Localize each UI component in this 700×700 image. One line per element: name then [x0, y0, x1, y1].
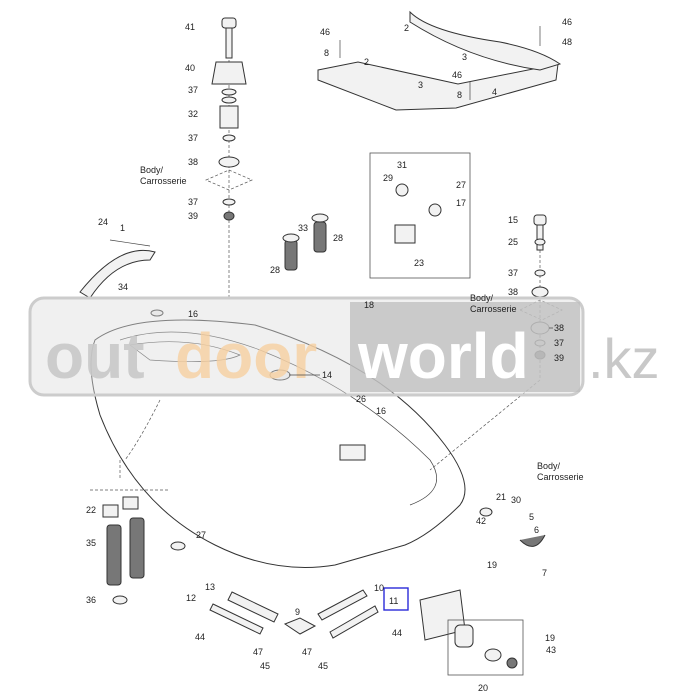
callout[interactable]: 33 [298, 223, 308, 233]
handle-part [79, 249, 156, 299]
callout[interactable]: 11 [389, 596, 398, 606]
callout[interactable]: 47 [302, 647, 312, 657]
callout[interactable]: 39 [188, 211, 198, 221]
callout[interactable]: 45 [318, 661, 328, 671]
watermark-world: world [357, 320, 529, 392]
callout[interactable]: 35 [86, 538, 96, 548]
callout-labels: 41 40 37 32 37 38 37 39 24 1 34 33 28 28… [86, 17, 572, 693]
callout[interactable]: 48 [562, 37, 572, 47]
callout[interactable]: 15 [508, 215, 518, 225]
callout[interactable]: 27 [456, 180, 466, 190]
watermark-kz: .kz [588, 327, 660, 390]
callout[interactable]: 38 [508, 287, 518, 297]
callout[interactable]: 5 [529, 512, 534, 522]
callout[interactable]: 40 [185, 63, 195, 73]
callout[interactable]: 25 [508, 237, 518, 247]
callout[interactable]: 13 [205, 582, 215, 592]
carrosserie-label: Carrosserie [537, 472, 584, 482]
callout[interactable]: 28 [333, 233, 343, 243]
body-label: Body/ [140, 165, 164, 175]
callout[interactable]: 14 [322, 370, 332, 380]
callout[interactable]: 27 [196, 530, 206, 540]
carrosserie-label: Carrosserie [140, 176, 187, 186]
callout[interactable]: 16 [376, 406, 386, 416]
callout[interactable]: 8 [457, 90, 462, 100]
callout[interactable]: 47 [253, 647, 263, 657]
callout[interactable]: 44 [392, 628, 402, 638]
body-label: Body/ [470, 293, 494, 303]
watermark-door: door [175, 320, 317, 392]
drain-kit-box [447, 619, 524, 676]
callout[interactable]: 38 [554, 323, 564, 333]
body-label: Body/ [537, 461, 561, 471]
callout[interactable]: 3 [418, 80, 423, 90]
callout[interactable]: 43 [546, 645, 556, 655]
callout[interactable]: 39 [554, 353, 564, 363]
callout[interactable]: 28 [270, 265, 280, 275]
callout[interactable]: 10 [374, 583, 384, 593]
callout[interactable]: 31 [397, 160, 407, 170]
footrest-mat [317, 10, 562, 111]
callout[interactable]: 17 [456, 198, 466, 208]
mount-stack-left [205, 17, 253, 300]
callout[interactable]: 46 [320, 27, 330, 37]
callout[interactable]: 26 [356, 394, 366, 404]
callout[interactable]: 37 [508, 268, 518, 278]
callout[interactable]: 8 [324, 48, 329, 58]
callout[interactable]: 18 [364, 300, 374, 310]
callout[interactable]: 46 [452, 70, 462, 80]
hull [90, 309, 466, 568]
callout[interactable]: 23 [414, 258, 424, 268]
callout[interactable]: 37 [554, 338, 564, 348]
kit-box [369, 152, 471, 279]
callout[interactable]: 44 [195, 632, 205, 642]
callout[interactable]: 12 [186, 593, 196, 603]
callout[interactable]: 1 [120, 223, 125, 233]
callout[interactable]: 37 [188, 133, 198, 143]
callout[interactable]: 3 [462, 52, 467, 62]
watermark-logo: out door world .kz [28, 296, 660, 397]
callout[interactable]: 19 [545, 633, 555, 643]
callout[interactable]: 21 [496, 492, 506, 502]
callout[interactable]: 41 [185, 22, 195, 32]
callout[interactable]: 42 [476, 516, 486, 526]
callout[interactable]: 37 [188, 85, 198, 95]
callout[interactable]: 34 [118, 282, 128, 292]
callout[interactable]: 6 [534, 525, 539, 535]
selected-part-highlight[interactable] [383, 587, 409, 611]
callout[interactable]: 45 [260, 661, 270, 671]
callout[interactable]: 9 [295, 607, 300, 617]
callout[interactable]: 32 [188, 109, 198, 119]
callout[interactable]: 37 [188, 197, 198, 207]
callout[interactable]: 24 [98, 217, 108, 227]
watermark-out: out [45, 320, 145, 392]
callout[interactable]: 2 [364, 57, 369, 67]
callout[interactable]: 2 [404, 23, 409, 33]
callout[interactable]: 30 [511, 495, 521, 505]
carrosserie-label: Carrosserie [470, 304, 517, 314]
callout[interactable]: 46 [562, 17, 572, 27]
callout[interactable]: 20 [478, 683, 488, 693]
callout[interactable]: 19 [487, 560, 497, 570]
callout[interactable]: 22 [86, 505, 96, 515]
callout[interactable]: 4 [492, 87, 497, 97]
callout[interactable]: 29 [383, 173, 393, 183]
callout[interactable]: 38 [188, 157, 198, 167]
callout[interactable]: 36 [86, 595, 96, 605]
callout[interactable]: 16 [188, 309, 198, 319]
callout[interactable]: 7 [542, 568, 547, 578]
